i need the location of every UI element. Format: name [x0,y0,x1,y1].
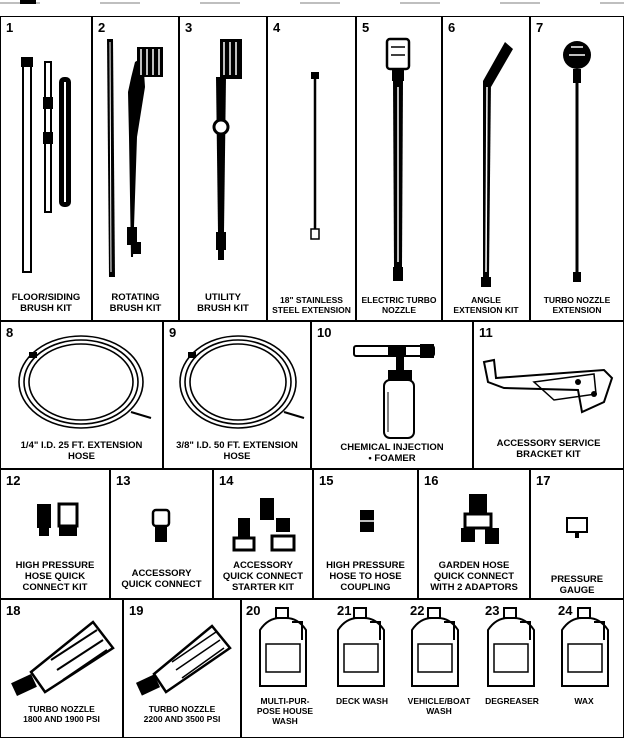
item-number: 15 [319,473,334,488]
item-label: DEGREASER [485,696,539,706]
item-label: ACCESSORY QUICK CONNECT STARTER KIT [222,560,304,593]
item-label: TURBO NOZZLE 2200 and 3500 PSI [143,704,221,724]
cropped-header-strip [0,0,624,4]
item-cell-10[interactable]: 10 CHEMICAL INJECTION • FOAMER [311,321,473,469]
jug-icon [487,607,535,687]
item-number: 4 [273,20,281,35]
item-number: 3 [185,20,193,35]
floor-siding-brush-icon [21,57,71,273]
item-label: FLOOR/SIDING BRUSH KIT [11,292,81,314]
item-cell-8[interactable]: 8 1/4" I.D. 25 ft. EXTENSION HOSE [0,321,163,469]
jug-icon [337,607,385,687]
item-label: WAX [574,696,594,706]
rotating-brush-icon [107,39,163,277]
item-number: 20 [246,603,261,618]
item-label: MULTI-PUR- POSE HOUSE WASH [256,696,314,726]
item-number: 6 [448,20,456,35]
turbo-nozzle-icon [11,620,115,696]
item-cell-2[interactable]: 2 ROTATING BRUSH KIT [92,16,179,321]
item-cell-5[interactable]: 5 ELECTRIC TURBO NOZZLE [356,16,442,321]
item-number: 7 [536,20,544,35]
item-cell-7[interactable]: 7 TURBO NOZZLE EXTENSION [530,16,624,321]
item-cell-13[interactable]: 13 ACCESSORY QUICK CONNECT [110,469,213,599]
item-number: 18 [6,603,21,618]
item-label: TURBO NOZZLE 1800 and 1900 PSI [23,704,100,724]
item-label: ELECTRIC TURBO NOZZLE [361,295,437,315]
item-label: HIGH PRESSURE HOSE QUICK CONNECT KIT [15,560,95,593]
chemical-foamer-icon [353,344,435,439]
chemicals-group: 20 21 22 23 24 [241,599,624,738]
item-label: ANGLE EXTENSION KIT [453,295,519,315]
item-label: TURBO NOZZLE EXTENSION [543,295,611,315]
item-label: PRESSURE GAUGE [550,574,604,596]
jug-icon [411,607,459,687]
item-number: 2 [98,20,106,35]
item-label: GARDEN HOSE QUICK CONNECT WITH 2 ADAPTOR… [430,560,518,593]
item-number: 1 [6,20,14,35]
item-label: ROTATING BRUSH KIT [109,292,162,314]
utility-brush-icon [212,39,242,260]
coiled-hose-icon [18,335,152,429]
item-cell-15[interactable]: 15 HIGH PRESSURE HOSE TO HOSE COUPLING [313,469,418,599]
quick-connect-kit-icon [37,502,79,536]
item-cell-1[interactable]: 1 FLOOR/SIDING BRUSH KIT [0,16,92,321]
item-label: HIGH PRESSURE HOSE TO HOSE COUPLING [326,560,405,593]
item-number: 24 [558,603,573,618]
turbo-nozzle-icon [135,624,232,696]
item-number: 23 [485,603,500,618]
turbo-nozzle-extension-icon [563,41,591,282]
item-cell-3[interactable]: 3 UTILITY BRUSH KIT [179,16,267,321]
item-number: 14 [219,473,234,488]
starter-kit-icon [232,498,296,552]
electric-turbo-nozzle-icon [385,37,411,281]
jug-icon[interactable] [242,600,624,695]
item-cell-17[interactable]: 17 PRESSURE GAUGE [530,469,624,599]
item-number: 16 [424,473,439,488]
item-number: 21 [337,603,352,618]
item-label: ACCESSORY SERVICE BRACKET KIT [496,438,601,460]
item-number: 11 [479,325,493,340]
item-cell-18[interactable]: 18 TURBO NOZZLE 1800 and 1900 PSI [0,599,123,738]
item-label: 1/4" I.D. 25 ft. EXTENSION HOSE [20,440,143,462]
item-number: 10 [317,325,332,340]
item-cell-4[interactable]: 4 18" STAINLESS STEEL EXTENSION [267,16,356,321]
coiled-hose-icon [179,335,305,429]
item-number: 12 [6,473,21,488]
service-bracket-icon [482,358,614,414]
quick-connect-icon [151,508,171,542]
item-label: 18" STAINLESS STEEL EXTENSION [272,295,351,315]
hose-coupling-icon [360,510,374,532]
item-number: 13 [116,473,131,488]
jug-icon [561,607,609,687]
angle-extension-icon [481,42,513,287]
item-label: VEHICLE/BOAT WASH [407,696,471,716]
item-number: 5 [362,20,370,35]
item-number: 22 [410,603,425,618]
item-label: UTILITY BRUSH KIT [197,292,249,314]
item-cell-14[interactable]: 14 ACCESSORY QUICK CONNECT STARTER KIT [213,469,313,599]
item-cell-12[interactable]: 12 HIGH PRESSURE HOSE QUICK CONNECT KIT [0,469,110,599]
item-cell-11[interactable]: 11 ACCESSORY SERVICE BRACKET KIT [473,321,624,469]
item-number: 17 [536,473,551,488]
item-cell-6[interactable]: 6 ANGLE EXTENSION KIT [442,16,530,321]
item-cell-9[interactable]: 9 3/8" I.D. 50 ft. EXTENSION HOSE [163,321,311,469]
item-number: 8 [6,325,14,340]
item-cell-16[interactable]: 16 GARDEN HOSE QUICK CONNECT WITH 2 ADAP… [418,469,530,599]
item-label: CHEMICAL INJECTION • FOAMER [340,442,444,464]
item-number: 9 [169,325,177,340]
item-cell-19[interactable]: 19 TURBO NOZZLE 2200 and 3500 PSI [123,599,241,738]
garden-hose-connect-icon [461,494,499,544]
jug-icon [259,607,307,687]
stainless-extension-icon [310,72,320,240]
item-label: 3/8" I.D. 50 ft. EXTENSION HOSE [176,440,298,462]
item-label: DECK WASH [336,696,388,706]
pressure-gauge-icon [566,517,588,538]
item-number: 19 [129,603,144,618]
item-label: ACCESSORY QUICK CONNECT [121,568,202,590]
